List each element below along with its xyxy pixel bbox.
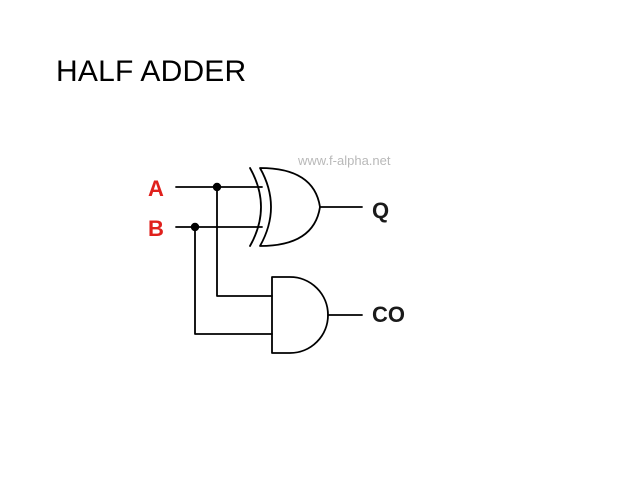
slide-title: HALF ADDER	[56, 55, 247, 88]
output-label-co: CO	[372, 302, 405, 327]
wire-b-to-and	[194, 226, 273, 335]
wire-a-to-and	[216, 186, 273, 297]
xor-gate-input-curve	[249, 167, 262, 247]
input-label-a: A	[148, 176, 164, 201]
input-label-b: B	[148, 216, 164, 241]
and-gate-body	[271, 276, 329, 354]
junction-dot-a	[212, 182, 222, 192]
output-label-q: Q	[372, 198, 389, 223]
xor-gate-body	[259, 167, 321, 247]
watermark-text: www.f-alpha.net	[297, 153, 391, 168]
junction-dot-b	[190, 222, 200, 232]
